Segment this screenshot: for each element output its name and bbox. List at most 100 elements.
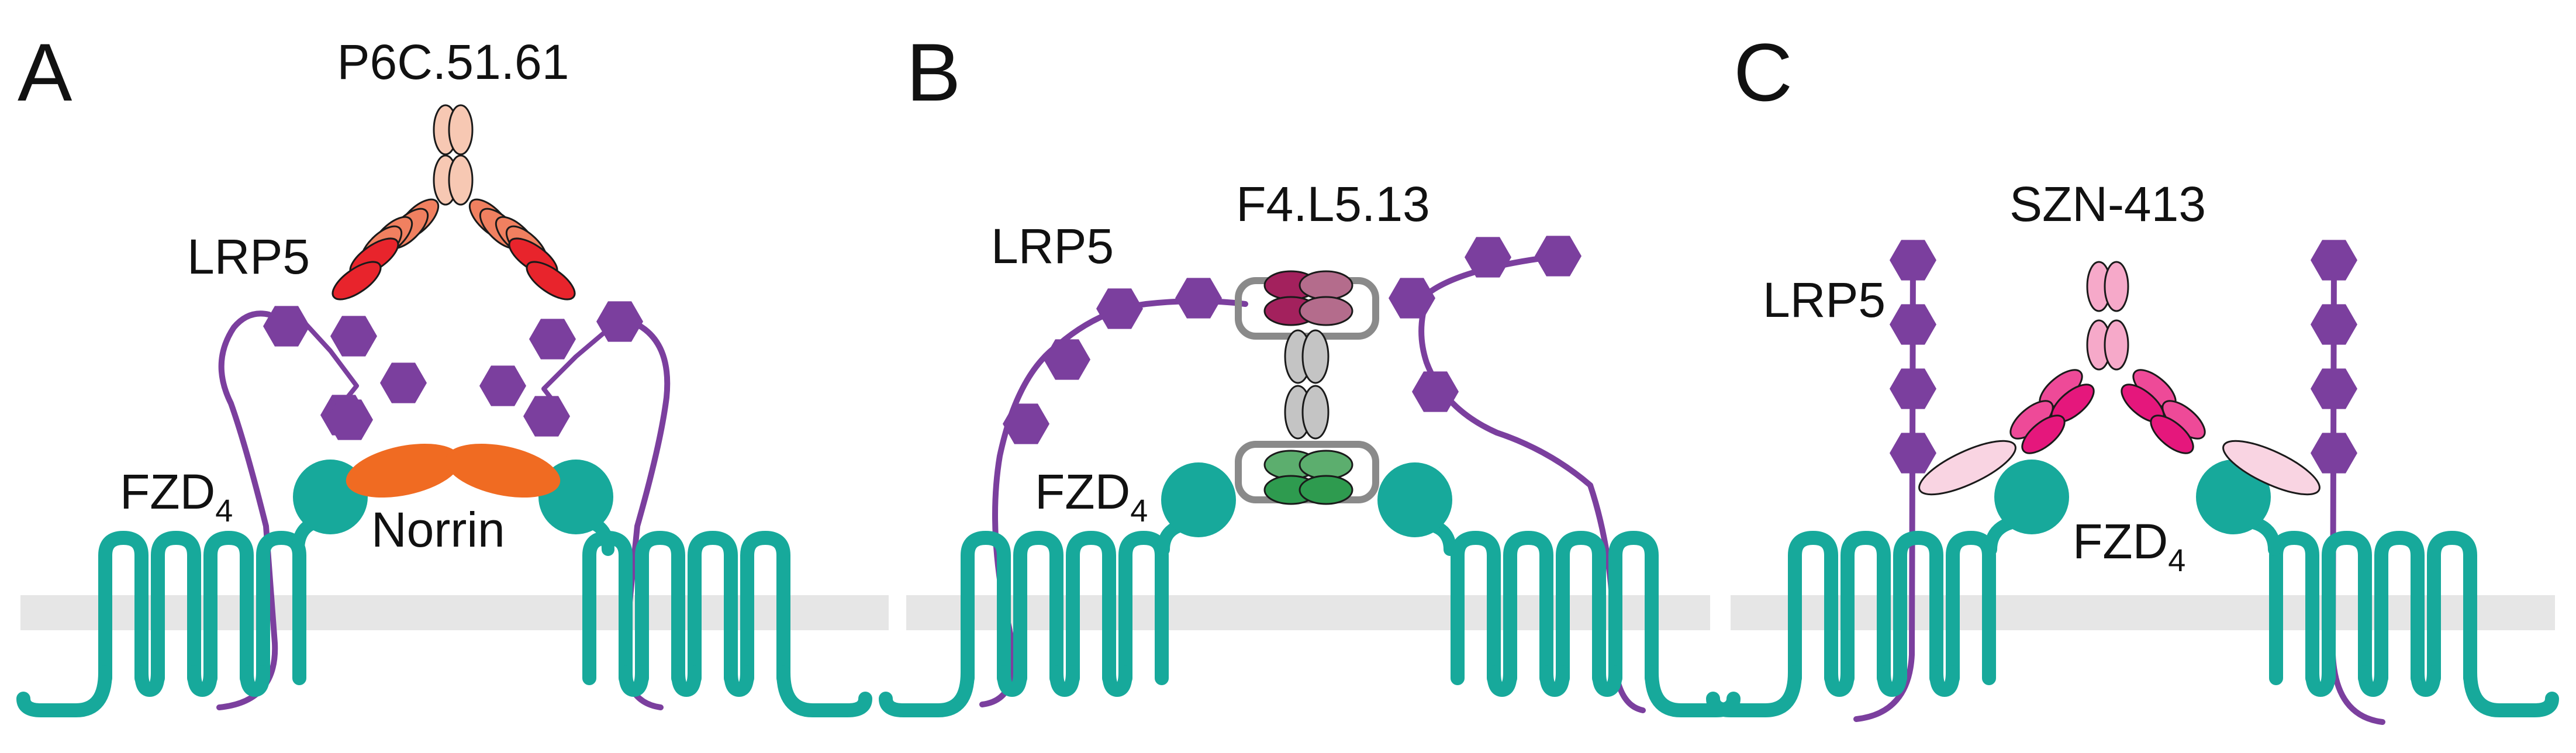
f4-fzd4-binder	[1299, 475, 1353, 505]
lrp5-propeller-a-left-3	[380, 362, 427, 403]
norrin-label: Norrin	[371, 502, 505, 557]
f4-lrp5-binder	[1299, 270, 1353, 300]
lrp5-label-a: LRP5	[187, 229, 310, 284]
lrp5-propeller-b-left-2	[1044, 339, 1090, 380]
f4-fc-domain	[1301, 329, 1330, 384]
fzd4-receptor-c-left-c-tail	[1706, 665, 1802, 717]
fzd4-receptor-c-left-intracellular-loop	[1824, 665, 1855, 697]
fzd4-receptor-c-right-intracellular-loop	[2305, 665, 2336, 697]
fzd4-receptor-c-right-tm-loop	[2427, 531, 2477, 685]
fzd4-receptor-c-right-tm-loop	[2322, 531, 2372, 685]
fzd4-receptor-b-right-intracellular-loop	[1592, 665, 1622, 697]
fzd4-label-b-subscript: 4	[1130, 493, 1148, 529]
szn-fab-variable	[2021, 415, 2066, 454]
lrp5-propeller-a-right-3	[479, 365, 526, 406]
fzd4-receptor-c-left-intracellular-loop	[1877, 665, 1907, 697]
fzd4-receptor-a-right-intracellular-loop	[724, 665, 754, 697]
fzd4-receptor-a-left-tm-loop	[98, 531, 149, 685]
lrp5-propeller-b-right-3	[1465, 237, 1511, 278]
fzd4-receptor-c-left-tm-loop	[1788, 531, 1838, 685]
f4-fc-domain	[1301, 385, 1330, 440]
lrp5-propeller-c-right-1	[2311, 240, 2357, 281]
szn-fab-variable	[2150, 415, 2194, 454]
antibody-label-szn413: SZN-413	[2009, 177, 2206, 232]
fzd4-label-a: FZD4	[120, 464, 233, 529]
antibody-label-p6c: P6C.51.61	[337, 34, 569, 89]
szn-fc-domain	[2104, 319, 2129, 371]
szn-fzd4-binder-right	[2222, 440, 2321, 496]
p6c-fab-variable	[332, 261, 382, 300]
lrp5-propeller-c-right-3	[2311, 368, 2357, 409]
lrp5-label-c: LRP5	[1763, 272, 1886, 327]
fzd4-label-b: FZD4	[1035, 464, 1148, 529]
fzd4-receptor-b-right-intracellular-loop	[1539, 665, 1570, 697]
fzd4-receptor-c-right-intracellular-loop	[2411, 665, 2441, 697]
lrp5-chain-c-left	[1853, 257, 1916, 722]
fzd4-receptor-a-left-intracellular-loop	[134, 665, 165, 697]
lrp5-label-b: LRP5	[991, 219, 1114, 274]
fzd4-receptor-a-left-tm-loop	[151, 531, 201, 685]
lrp5-propeller-c-left-3	[1890, 368, 1936, 409]
fzd4-crd-c-right	[2196, 460, 2271, 534]
fzd4-receptor-c-right-tm-loop	[2374, 531, 2425, 685]
lrp5-propeller-c-right-2	[2311, 304, 2357, 345]
fzd4-receptor-b-left-tm-loop	[1013, 531, 1063, 685]
lrp5-propeller-a-right-1	[596, 301, 643, 342]
fzd4-receptor-a-right-c-tail	[776, 665, 872, 717]
fzd4-receptor-b-right-tm-loop	[1556, 531, 1606, 685]
p6c-fc-domain	[448, 104, 474, 156]
fzd4-label-a-main: FZD	[120, 464, 215, 519]
fzd4-receptor-c-right-c-tail	[2463, 665, 2559, 717]
antibody-label-f4l5: F4.L5.13	[1236, 177, 1430, 232]
fzd4-label-c: FZD4	[2073, 514, 2185, 578]
fzd4-receptor-a-right-tm-loop	[740, 531, 790, 685]
fzd4-receptor-b-right-tm-loop	[1608, 531, 1659, 685]
f4-lrp5-binder	[1299, 296, 1353, 326]
fzd4-receptor-a-left-intracellular-loop	[240, 665, 270, 697]
lrp5-propeller-c-left-1	[1890, 240, 1936, 281]
lrp5-propeller-a-right-4	[523, 396, 570, 437]
lrp5-propeller-c-right-4	[2311, 433, 2357, 474]
lrp5-propeller-c-left-4	[1890, 433, 1936, 474]
fzd4-receptor-b-left-tm-loop	[1066, 531, 1116, 685]
fzd4-receptor-c-left-tm-loop	[1893, 531, 1943, 685]
lrp5-propeller-b-right-4	[1535, 236, 1581, 277]
fzd4-receptor-a-left-c-tail	[16, 665, 112, 717]
lrp5-propeller-a-right-2	[529, 319, 576, 360]
fzd4-label-c-main: FZD	[2073, 514, 2168, 569]
panel-label-b: B	[906, 26, 961, 118]
fzd4-receptor-b-right-intracellular-loop	[1487, 665, 1517, 697]
fzd4-receptor-b-right-tm-loop	[1503, 531, 1553, 685]
p6c-fab-variable	[526, 261, 576, 300]
szn-fc-domain	[2104, 261, 2129, 312]
fzd4-label-a-subscript: 4	[215, 493, 233, 529]
fzd4-receptor-b-left-tm-loop	[961, 531, 1011, 685]
cell-membrane-b	[906, 595, 1710, 630]
fzd4-receptor-a-right-tm-loop	[635, 531, 685, 685]
norrin-monomer-right	[445, 443, 561, 498]
fzd4-receptor-b-left-c-tail	[879, 665, 975, 717]
panel-label-c: C	[1734, 26, 1793, 118]
fzd4-receptor-b-left-intracellular-loop	[1102, 665, 1132, 697]
fzd4-receptor-a-left-tm-loop	[203, 531, 254, 685]
cell-membrane-a	[20, 595, 889, 630]
fzd4-receptor-b-left-intracellular-loop	[1049, 665, 1080, 697]
lrp5-propeller-b-right-1	[1412, 371, 1459, 412]
lrp5-propeller-b-left-3	[1096, 288, 1143, 329]
fzd4-label-c-subscript: 4	[2168, 543, 2185, 578]
norrin-monomer-left	[346, 443, 461, 498]
fzd4-receptor-a-right-intracellular-loop	[619, 665, 649, 697]
f4-fzd4-binder	[1299, 450, 1353, 480]
panel-label-a: A	[18, 26, 72, 118]
fzd4-receptor-a-right-intracellular-loop	[671, 665, 702, 697]
lrp5-propeller-b-left-1	[1003, 403, 1049, 444]
fzd4-crd-b-right	[1377, 462, 1452, 537]
lrp5-propeller-a-left-1	[263, 306, 310, 347]
lrp5-propeller-b-left-4	[1175, 278, 1222, 319]
fzd4-receptor-a-left-intracellular-loop	[187, 665, 217, 697]
fzd4-receptor-c-left-intracellular-loop	[1929, 665, 1960, 697]
fzd4-receptor-b-right-tm-loop	[1451, 531, 1501, 685]
lrp5-propeller-a-left-5	[326, 399, 373, 440]
lrp5-propeller-c-left-2	[1890, 304, 1936, 345]
